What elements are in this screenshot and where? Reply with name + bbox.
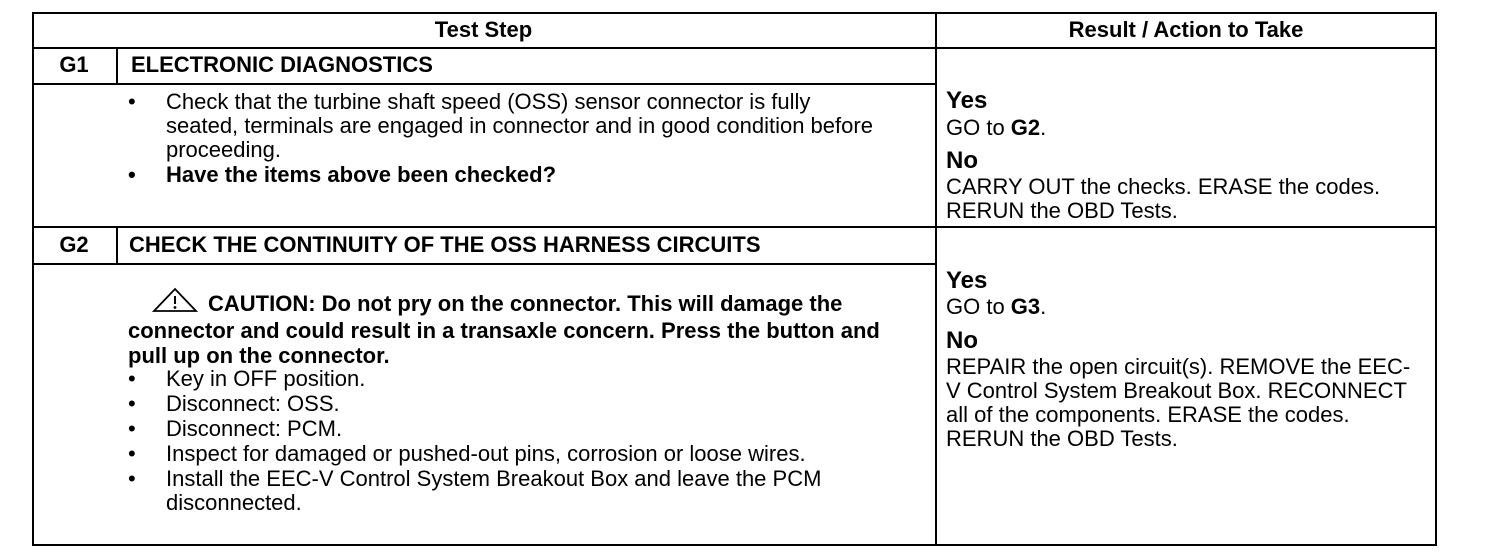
step-title-g2: CHECK THE CONTINUITY OF THE OSS HARNESS … [129, 232, 761, 257]
list-item: Have the items above been checked? [128, 163, 888, 188]
header-bottom-border [32, 47, 1437, 49]
g1-id-divider [116, 47, 118, 85]
g2-yes-action-suffix: . [1040, 294, 1047, 319]
step-id-g1: G1 [59, 52, 89, 77]
diagnostic-table: Test Step Result / Action to Take G1 ELE… [32, 12, 1437, 546]
g1-yes-label: Yes [946, 87, 988, 114]
list-item: Check that the turbine shaft speed (OSS)… [128, 90, 888, 162]
list-item: Install the EEC-V Control System Breakou… [128, 467, 888, 515]
step-title-g1: ELECTRONIC DIAGNOSTICS [131, 52, 433, 77]
table-bottom-border [32, 544, 1437, 546]
table-left-border [32, 12, 34, 546]
g2-id-divider [116, 226, 118, 265]
g2-yes-action: GO to G3. [946, 295, 1416, 319]
g2-bullet-list: Key in OFF position. Disconnect: OSS. Di… [128, 367, 888, 515]
g1-row-bottom-border [32, 226, 1437, 228]
header-test-step: Test Step [434, 17, 533, 42]
g2-yes-action-prefix: GO to [946, 294, 1011, 319]
g1-no-label: No [946, 147, 978, 174]
g2-no-action: REPAIR the open circuit(s). REMOVE the E… [946, 354, 1411, 451]
g1-no-action: CARRY OUT the checks. ERASE the codes. R… [946, 174, 1381, 223]
g1-bullet-list: Check that the turbine shaft speed (OSS)… [128, 90, 888, 188]
g2-yes-label: Yes [946, 267, 988, 294]
g2-title-bottom-border [32, 263, 935, 265]
column-divider [935, 12, 937, 546]
g2-yes-action-step: G3 [1010, 294, 1041, 319]
list-item: Disconnect: OSS. [128, 392, 888, 417]
table-right-border [1435, 12, 1437, 546]
g2-caution: CAUTION: Do not pry on the connector. Th… [128, 287, 918, 368]
g1-yes-action-suffix: . [1040, 115, 1047, 140]
list-item: Disconnect: PCM. [128, 417, 888, 442]
table-top-border [32, 12, 1437, 14]
g2-caution-text: CAUTION: Do not pry on the connector. Th… [128, 291, 880, 368]
list-item: Key in OFF position. [128, 367, 888, 392]
warning-triangle-icon [140, 287, 199, 318]
g1-yes-action-prefix: GO to [946, 115, 1011, 140]
list-item: Inspect for damaged or pushed-out pins, … [128, 442, 888, 467]
g1-yes-action-step: G2 [1010, 115, 1041, 140]
g1-title-bottom-border [32, 83, 935, 85]
g2-no-label: No [946, 327, 978, 354]
header-result-action: Result / Action to Take [1068, 17, 1304, 42]
g1-yes-action: GO to G2. [946, 116, 1416, 140]
step-id-g2: G2 [59, 232, 89, 257]
